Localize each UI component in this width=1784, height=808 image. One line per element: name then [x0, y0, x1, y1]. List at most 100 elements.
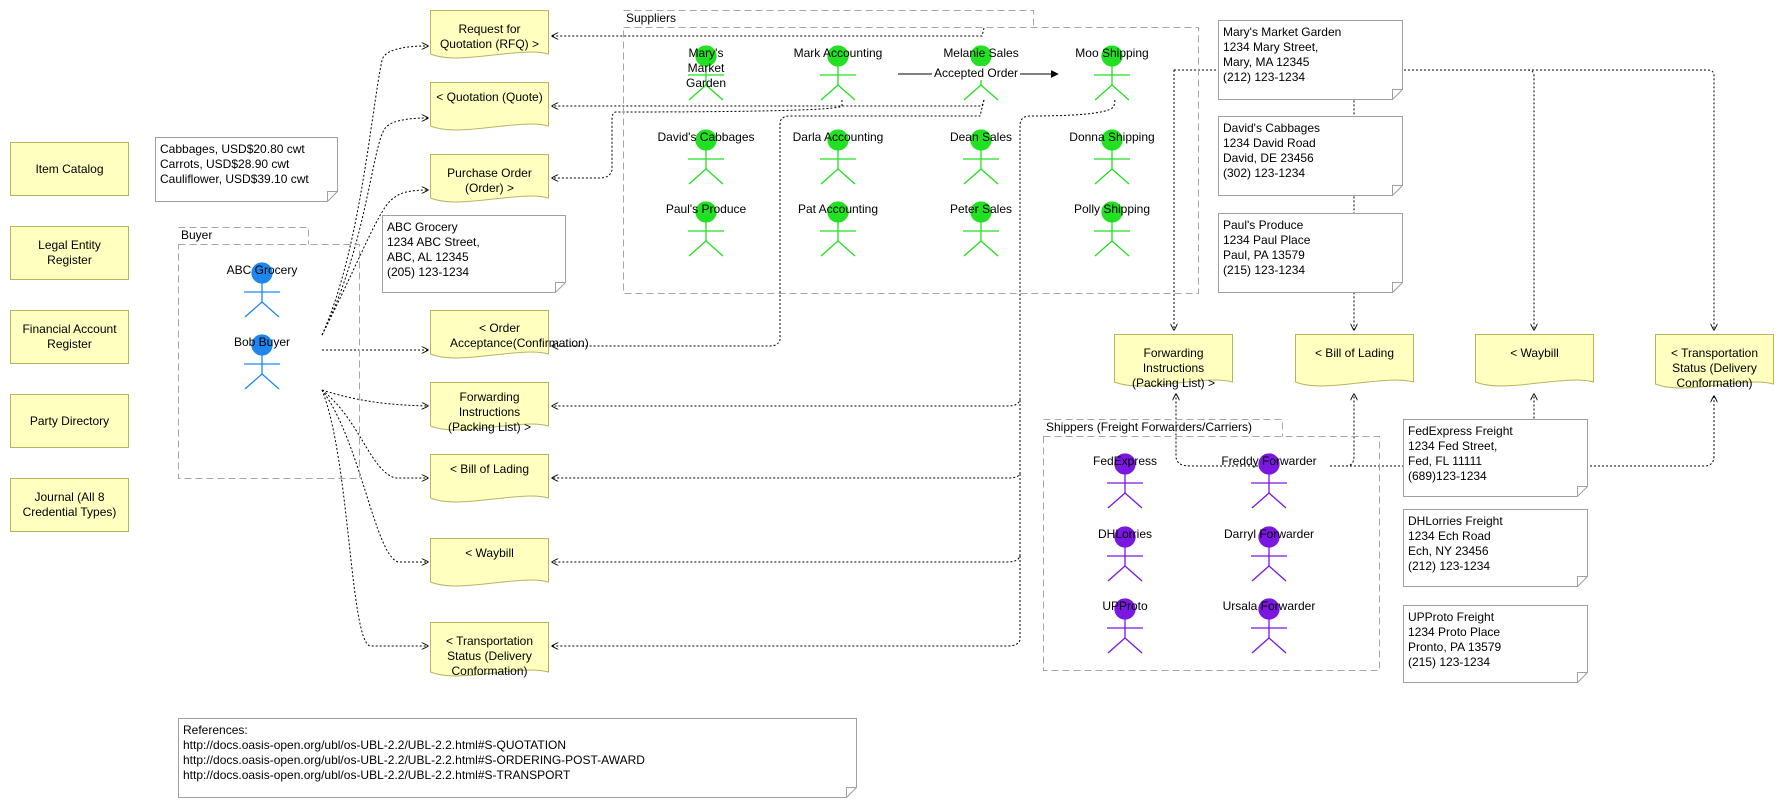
address-line: UPProto Freight — [1408, 610, 1495, 624]
actor-pat-accounting[interactable]: Pat Accounting — [778, 201, 898, 278]
actor-abc-grocery[interactable]: ABC Grocery — [202, 262, 322, 339]
item-catalog-box[interactable]: Item Catalog — [10, 142, 129, 196]
actor-moo-shipping[interactable]: Moo Shipping — [1052, 45, 1172, 122]
actor-polly-shipping[interactable]: Polly Shipping — [1052, 201, 1172, 278]
address-line: (302) 123-1234 — [1223, 166, 1306, 180]
supplier-address-note: Paul's Produce 1234 Paul Place Paul, PA … — [1218, 213, 1403, 293]
shipping-doc-forwarding-instructions[interactable]: Forwarding Instructions (Packing List) > — [1114, 334, 1233, 390]
connector-buyer-quotation — [321, 118, 428, 336]
actor-name: Freddy Forwarder — [1221, 454, 1317, 468]
actor-fedexpress[interactable]: FedExpress — [1065, 453, 1185, 530]
address-line: 1234 Fed Street, — [1408, 439, 1498, 453]
message-quotation[interactable]: < Quotation (Quote) — [430, 82, 549, 134]
journal-label: Journal (All 8 Credential Types) — [22, 490, 117, 519]
actor-peter-sales[interactable]: Peter Sales — [921, 201, 1041, 278]
reference-link[interactable]: http://docs.oasis-open.org/ubl/os-UBL-2.… — [183, 753, 645, 767]
actor-darryl-forwarder[interactable]: Darryl Forwarder — [1209, 526, 1329, 603]
suppliers-frame-title: Suppliers — [626, 11, 677, 25]
address-line: Mary, MA 12345 — [1223, 55, 1310, 69]
address-line: (205) 123-1234 — [387, 265, 470, 279]
address-line: Pronto, PA 13579 — [1408, 640, 1502, 654]
item-price-line: Carrots, USD$28.90 cwt — [160, 157, 290, 171]
shipping-doc-label: Forwarding Instructions (Packing List) > — [1131, 346, 1216, 390]
shipping-doc-transportation-status[interactable]: < Transportation Status (Delivery Confor… — [1655, 334, 1774, 392]
item-catalog-label: Item Catalog — [35, 161, 104, 176]
message-label: Request for Quotation (RFQ) > — [439, 22, 540, 51]
actor-name: ABC Grocery — [226, 263, 298, 277]
party-directory-box[interactable]: Party Directory — [10, 394, 129, 448]
actor-name: Melanie Sales — [943, 46, 1019, 60]
actor-name: UPProto — [1102, 599, 1148, 613]
actor-name: Polly Shipping — [1073, 202, 1151, 216]
shipping-doc-waybill[interactable]: < Waybill — [1475, 334, 1594, 390]
actor-mark-accounting[interactable]: Mark Accounting — [778, 45, 898, 122]
actor-name: Mark Accounting — [793, 46, 883, 60]
references-heading: References: — [183, 723, 248, 737]
actor-name: Paul's Produce — [665, 202, 747, 216]
address-line: David's Cabbages — [1223, 121, 1321, 135]
address-line: 1234 Mary Street, — [1223, 40, 1319, 54]
journal-box[interactable]: Journal (All 8 Credential Types) — [10, 478, 129, 532]
shipping-doc-bill-of-lading[interactable]: < Bill of Lading — [1295, 334, 1414, 390]
suppliers-frame: Suppliers — [623, 10, 1199, 294]
financial-account-register-label: Financial Account Register — [22, 322, 117, 351]
legal-entity-register-box[interactable]: Legal Entity Register — [10, 226, 129, 280]
actor-ursala-forwarder[interactable]: Ursala Forwarder — [1209, 598, 1329, 675]
item-price-line: Cauliflower, USD$39.10 cwt — [160, 172, 309, 186]
address-line: (215) 123-1234 — [1223, 263, 1306, 277]
actor-marys-market-garden[interactable]: Mary's Market Garden — [646, 45, 766, 122]
actor-bob-buyer[interactable]: Bob Buyer — [202, 334, 322, 411]
message-label: < Bill of Lading — [449, 462, 530, 476]
actor-donna-shipping[interactable]: Donna Shipping — [1052, 129, 1172, 206]
connector-buyer-waybill — [321, 389, 428, 562]
supplier-address-note: Mary's Market Garden 1234 Mary Street, M… — [1218, 20, 1403, 100]
message-label: < Transportation Status (Delivery Confor… — [445, 634, 534, 678]
connector-shipping-waybill — [552, 474, 1021, 562]
actor-name: Dean Sales — [949, 130, 1013, 144]
address-line: DHLorries Freight — [1408, 514, 1503, 528]
connector-accounting-order — [552, 100, 843, 178]
address-line: (689)123-1234 — [1408, 469, 1487, 483]
actor-name: Darla Accounting — [792, 130, 884, 144]
references-note: References: http://docs.oasis-open.org/u… — [178, 718, 857, 798]
shippers-frame: Shippers (Freight Forwarders/Carriers) — [1043, 419, 1380, 671]
actor-upproto[interactable]: UPProto — [1065, 598, 1185, 675]
party-directory-label: Party Directory — [29, 413, 110, 428]
message-forwarding-instructions[interactable]: Forwarding Instructions (Packing List) > — [430, 382, 549, 434]
financial-account-register-box[interactable]: Financial Account Register — [10, 310, 129, 364]
address-line: 1234 Ech Road — [1408, 529, 1491, 543]
address-line: Paul's Produce — [1223, 218, 1304, 232]
actor-dean-sales[interactable]: Dean Sales — [921, 129, 1041, 206]
message-rfq[interactable]: Request for Quotation (RFQ) > — [430, 10, 549, 62]
connector-buyer-status — [321, 389, 428, 646]
message-waybill[interactable]: < Waybill — [430, 538, 549, 590]
message-order-acceptance[interactable]: < Order Acceptance(Confirmation) — [430, 310, 589, 362]
message-bill-of-lading[interactable]: < Bill of Lading — [430, 454, 549, 506]
reference-link[interactable]: http://docs.oasis-open.org/ubl/os-UBL-2.… — [183, 738, 567, 752]
actor-freddy-forwarder[interactable]: Freddy Forwarder — [1209, 453, 1329, 530]
address-line: Fed, FL 11111 — [1408, 454, 1483, 468]
item-price-line: Cabbages, USD$20.80 cwt — [160, 142, 305, 156]
actor-darla-accounting[interactable]: Darla Accounting — [778, 129, 898, 206]
message-transportation-status[interactable]: < Transportation Status (Delivery Confor… — [430, 622, 549, 680]
actor-pauls-produce[interactable]: Paul's Produce — [646, 201, 766, 278]
reference-link[interactable]: http://docs.oasis-open.org/ubl/os-UBL-2.… — [183, 768, 571, 782]
address-line: 1234 Proto Place — [1408, 625, 1501, 639]
actor-melanie-sales[interactable]: Melanie Sales — [921, 45, 1041, 122]
actor-name: Moo Shipping — [1075, 46, 1149, 60]
actor-name: Pat Accounting — [797, 202, 879, 216]
connector-moo-status — [1528, 69, 1714, 330]
message-purchase-order[interactable]: Purchase Order (Order) > — [430, 154, 549, 206]
connector-sales-rfq — [552, 27, 985, 36]
connector-sales-quote — [552, 99, 985, 106]
actor-davids-cabbages[interactable]: David's Cabbages — [646, 129, 766, 206]
message-label: Purchase Order (Order) > — [447, 166, 532, 195]
actor-dhlorries[interactable]: DHLorries — [1065, 526, 1185, 603]
connector-buyer-rfq — [321, 46, 428, 336]
shipping-doc-label: < Waybill — [1510, 346, 1559, 360]
actor-name: Ursala Forwarder — [1222, 599, 1316, 613]
message-label: < Quotation (Quote) — [436, 90, 543, 104]
shipper-address-note: FedExpress Freight 1234 Fed Street, Fed,… — [1403, 419, 1588, 497]
address-line: Paul, PA 13579 — [1223, 248, 1305, 262]
connector-freddy-forwarding — [1176, 394, 1270, 467]
